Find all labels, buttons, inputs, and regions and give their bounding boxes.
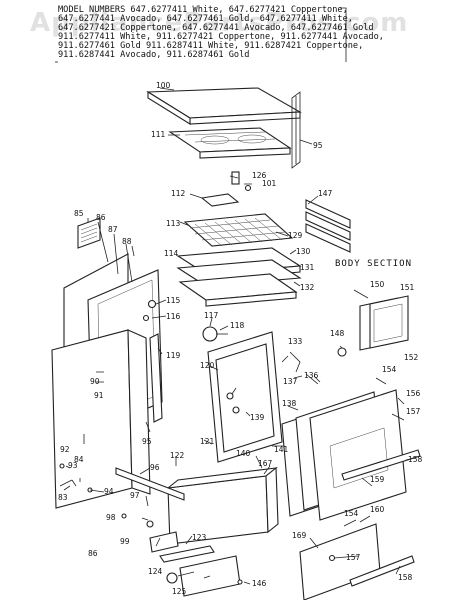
- label-94: 94: [104, 487, 114, 496]
- label-119: 119: [166, 351, 181, 360]
- label-159: 159: [370, 475, 385, 484]
- label-99: 99: [120, 537, 130, 546]
- label-116: 116: [166, 312, 181, 321]
- label-160: 160: [370, 505, 385, 514]
- model-line-2: 647.6277441 Avocado, 647.6277461 Gold, 6…: [58, 14, 353, 24]
- burner-box-111: [168, 127, 292, 159]
- label-136: 136: [304, 371, 319, 380]
- label-117: 117: [204, 311, 219, 320]
- label-83: 83: [58, 493, 68, 502]
- label-95c: 95: [142, 437, 152, 446]
- oven-door-141: [309, 389, 407, 521]
- label-158: 158: [408, 455, 423, 464]
- bracket-112: [200, 193, 240, 207]
- section-title: BODY SECTION: [335, 259, 413, 269]
- label-152: 152: [404, 353, 419, 362]
- model-line-6: 911.6287441 Avocado, 911.6287461 Gold: [58, 50, 250, 60]
- label-125: 125: [172, 587, 187, 596]
- switch-panel-150: [359, 295, 409, 351]
- label-121: 121: [200, 437, 215, 446]
- label-157: 157: [406, 407, 421, 416]
- label-167: 167: [258, 459, 273, 468]
- label-131: 131: [300, 263, 315, 272]
- label-122: 122: [170, 451, 185, 460]
- label-87: 87: [108, 225, 118, 234]
- drawer-slide-96: [115, 467, 185, 528]
- label-88: 88: [122, 237, 132, 246]
- label-93: 93: [68, 461, 78, 470]
- model-line-1: MODEL NUMBERS 647.6277411 White, 647.627…: [58, 5, 348, 15]
- label-95: 95: [313, 141, 323, 150]
- knob-148: [337, 347, 347, 357]
- label-86b: 86: [88, 549, 98, 558]
- label-133: 133: [288, 337, 303, 346]
- side-rail-95: [291, 91, 301, 169]
- hinge-137: [289, 351, 319, 385]
- label-120: 120: [200, 361, 215, 370]
- side-trim-147: [305, 199, 351, 253]
- label-98: 98: [106, 513, 116, 522]
- header-bracket: [340, 7, 347, 62]
- label-96: 96: [150, 463, 160, 472]
- label-148: 148: [330, 329, 345, 338]
- watermark: AppliancePartsPros.com: [30, 8, 409, 38]
- label-154b: 154: [344, 509, 359, 518]
- model-line-4: 911.6277411 White, 911.6277421 Copperton…: [58, 32, 384, 42]
- label-100: 100: [156, 81, 171, 90]
- label-86: 86: [96, 213, 106, 222]
- label-91: 91: [94, 391, 104, 400]
- label-140: 140: [236, 449, 251, 458]
- label-130: 130: [296, 247, 311, 256]
- label-139: 139: [250, 413, 265, 422]
- label-141: 141: [274, 445, 289, 454]
- model-line-5: 911.6277461 Gold 911.6287411 White, 911.…: [58, 41, 364, 51]
- label-101: 101: [262, 179, 277, 188]
- label-132: 132: [300, 283, 315, 292]
- label-146: 146: [252, 579, 267, 588]
- label-156: 156: [406, 389, 421, 398]
- broiler-grid-129: [183, 213, 294, 247]
- label-154: 154: [382, 365, 397, 374]
- label-126: 126: [252, 171, 267, 180]
- rating-plate-85: [77, 217, 101, 249]
- label-157b: 157: [346, 553, 361, 562]
- label-90: 90: [90, 377, 100, 386]
- model-line-3: 647.6277421 Coppertone, 647.6277441 Avoc…: [58, 23, 374, 33]
- connector-126: [231, 171, 252, 192]
- label-114: 114: [164, 249, 179, 258]
- label-138: 138: [282, 399, 297, 408]
- label-84: 84: [74, 455, 84, 464]
- label-123: 123: [192, 533, 207, 542]
- storage-drawer-140: [166, 466, 279, 545]
- label-147: 147: [318, 189, 333, 198]
- label-169: 169: [292, 531, 307, 540]
- label-115: 115: [166, 296, 181, 305]
- label-85: 85: [74, 209, 84, 218]
- label-97: 97: [130, 491, 140, 500]
- oven-door-frame-133: [207, 331, 283, 463]
- pan-132: [178, 273, 298, 307]
- label-118: 118: [230, 321, 245, 330]
- label-129: 129: [288, 231, 303, 240]
- label-150: 150: [370, 280, 385, 289]
- drawer-front-169: [299, 523, 415, 600]
- door-handle-158: [341, 449, 421, 481]
- leader-lines: [63, 87, 415, 585]
- label-137: 137: [283, 377, 298, 386]
- valve-115: [142, 299, 157, 322]
- label-112: 112: [171, 189, 186, 198]
- label-124: 124: [148, 567, 163, 576]
- label-158b: 158: [398, 573, 413, 582]
- label-113: 113: [166, 219, 181, 228]
- label-111: 111: [151, 130, 166, 139]
- front-panel-92: [51, 329, 151, 509]
- side-bar-95b: [149, 333, 163, 423]
- part-146: [237, 579, 243, 585]
- part-number-labels: 100 111 95 126 101 112 147 85 86 87 113 …: [58, 81, 423, 596]
- label-92: 92: [60, 445, 70, 454]
- top-panel-100: [146, 87, 302, 125]
- igniter-117: [202, 326, 228, 342]
- label-151: 151: [400, 283, 415, 292]
